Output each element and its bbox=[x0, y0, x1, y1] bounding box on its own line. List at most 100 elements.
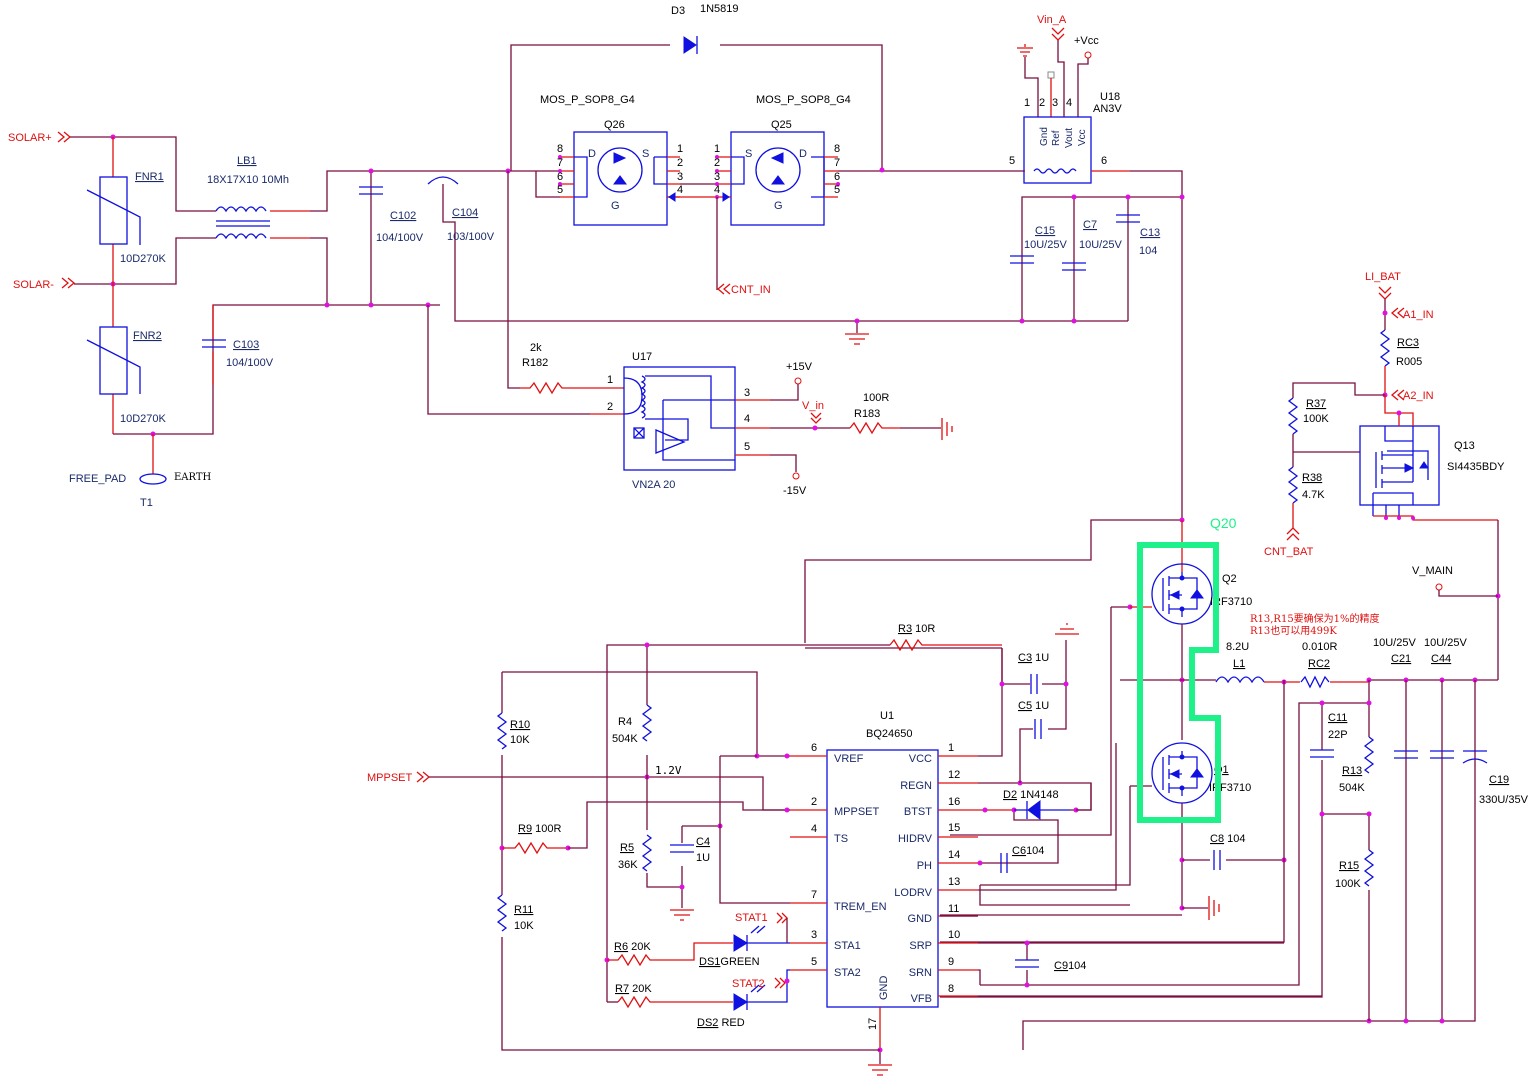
svg-text:C3 1U: C3 1U bbox=[1018, 652, 1049, 664]
c5-value: 1U bbox=[1035, 700, 1049, 712]
r37-value: 100K bbox=[1303, 413, 1329, 425]
capacitor-c11-icon bbox=[1310, 749, 1334, 758]
mosfet-q26-icon bbox=[573, 131, 668, 226]
diode-d2-icon bbox=[1027, 800, 1041, 820]
u1-pin-gnd: GND bbox=[908, 913, 933, 925]
lb1-ref: LB1 bbox=[237, 155, 257, 167]
c6-ref: C6 bbox=[1012, 845, 1026, 857]
net-v-in-label: V_in bbox=[802, 400, 824, 412]
svg-text:4: 4 bbox=[677, 184, 683, 196]
svg-text:2: 2 bbox=[677, 157, 683, 169]
earth-label: EARTH bbox=[174, 472, 212, 483]
r6-ref: R6 bbox=[614, 941, 628, 953]
r5-value: 36K bbox=[618, 859, 638, 871]
resistor-r5-icon bbox=[641, 834, 653, 872]
r183-ref: R183 bbox=[854, 408, 880, 420]
c13-value: 104 bbox=[1139, 245, 1157, 257]
u1-pin-num: 16 bbox=[948, 796, 960, 808]
earth-pad-t1-icon bbox=[139, 473, 167, 485]
u1-pin-num: 14 bbox=[948, 849, 960, 861]
voltage-1v2-label: 1.2V bbox=[655, 764, 682, 777]
u17-pin-2: 2 bbox=[607, 401, 613, 413]
mosfet-switch-section: D3 1N5819 MOS_P_SOP8_G4 Q26 D S G MOS_P_… bbox=[510, 3, 1025, 296]
svg-text:C9104: C9104 bbox=[1054, 960, 1086, 972]
resistor-rc3-icon bbox=[1379, 329, 1391, 367]
net-cnt-in-label: CNT_IN bbox=[731, 284, 771, 296]
capacitor-c6-icon bbox=[1000, 853, 1008, 873]
svg-text:5: 5 bbox=[834, 184, 840, 196]
r11-value: 10K bbox=[514, 920, 534, 932]
d2-value: 1N4148 bbox=[1020, 789, 1059, 801]
net-solar-plus-label: SOLAR+ bbox=[8, 132, 52, 144]
c104-ref: C104 bbox=[452, 207, 478, 219]
capacitor-c8-icon bbox=[1213, 850, 1221, 870]
lb1-value: 18X17X10 10Mh bbox=[207, 174, 289, 186]
isolated-sensor-u17: 2k R182 1 2 U17 3 4 5 VN2A 20 +15V -15V … bbox=[427, 171, 953, 497]
net-v-main-label: V_MAIN bbox=[1412, 565, 1453, 577]
r182-ref: R182 bbox=[522, 357, 548, 369]
c21-ref: C21 bbox=[1391, 653, 1411, 665]
controller-u1: U1 BQ24650 6 2 4 7 3 5 VREF MPPSET TS TR… bbox=[790, 623, 1322, 1076]
capacitor-c3-icon bbox=[1030, 674, 1038, 694]
ground-icon bbox=[845, 333, 869, 345]
net-plus15-label: +15V bbox=[786, 361, 813, 373]
capacitor-c104-icon bbox=[427, 176, 459, 185]
svg-text:R6 20K: R6 20K bbox=[614, 941, 651, 953]
d3-value: 1N5819 bbox=[700, 3, 739, 15]
u1-pin-num: 15 bbox=[948, 822, 960, 834]
l1-ref: L1 bbox=[1233, 658, 1245, 670]
r182-value: 2k bbox=[530, 342, 542, 354]
ground-icon bbox=[1055, 623, 1079, 635]
r13-value: 504K bbox=[1339, 782, 1365, 794]
ds1-value: GREEN bbox=[720, 956, 759, 968]
u1-pin-num: 7 bbox=[811, 889, 817, 901]
input-filter-section: SOLAR+ SOLAR- FNR1 10D270K FNR2 10D270K … bbox=[8, 131, 1128, 509]
svg-text:5: 5 bbox=[1009, 155, 1015, 167]
c8-value: 104 bbox=[1227, 833, 1245, 845]
c8-ref: C8 bbox=[1210, 833, 1224, 845]
r10-ref: R10 bbox=[510, 719, 530, 731]
resistor-r15-icon bbox=[1363, 849, 1375, 887]
resistor-r7-icon bbox=[617, 995, 733, 1009]
ds2-value: RED bbox=[721, 1017, 744, 1029]
u1-pin-num: 12 bbox=[948, 769, 960, 781]
r11-ref: R11 bbox=[514, 904, 533, 916]
q25-source-label: S bbox=[745, 148, 752, 160]
u1-pin-num: 4 bbox=[811, 823, 817, 835]
net-solar-minus-label: SOLAR- bbox=[13, 279, 54, 291]
t1-ref: T1 bbox=[140, 497, 153, 509]
u18-pin-gnd: Gnd bbox=[1039, 127, 1050, 146]
u17-pin-3: 3 bbox=[744, 387, 750, 399]
u17-pin-5: 5 bbox=[744, 441, 750, 453]
resistor-r11-icon bbox=[496, 894, 508, 932]
u1-value: BQ24650 bbox=[866, 728, 912, 740]
c3-ref: C3 bbox=[1018, 652, 1032, 664]
capacitor-bank-icon bbox=[1394, 750, 1487, 759]
c7-ref: C7 bbox=[1083, 219, 1097, 231]
c9-value: 104 bbox=[1068, 960, 1086, 972]
ground-icon bbox=[670, 909, 694, 921]
ic-u1-icon bbox=[826, 749, 939, 1008]
u1-pin-gnd-bottom: GND bbox=[878, 976, 890, 1001]
l1-value: 8.2U bbox=[1226, 641, 1249, 653]
ic-u18-icon bbox=[1023, 116, 1092, 184]
c6-value: 104 bbox=[1026, 845, 1044, 857]
rc2-value: 0.010R bbox=[1302, 641, 1338, 653]
r6-value: 20K bbox=[631, 941, 651, 953]
svg-text:4: 4 bbox=[714, 184, 720, 196]
r15-ref: R15 bbox=[1339, 860, 1359, 872]
capacitor-c19-icon bbox=[1462, 758, 1488, 764]
c7-value: 10U/25V bbox=[1079, 239, 1122, 251]
design-note-line-2: R13也可以用499K bbox=[1250, 624, 1337, 637]
u1-pin-srn: SRN bbox=[909, 967, 932, 979]
c3-value: 1U bbox=[1035, 652, 1049, 664]
q26-ref: Q26 bbox=[604, 119, 625, 131]
c11-ref: C11 bbox=[1328, 712, 1347, 724]
net-stat1-label: STAT1 bbox=[735, 912, 768, 924]
svg-text:R9 100R: R9 100R bbox=[518, 823, 561, 835]
svg-text:7: 7 bbox=[557, 157, 563, 169]
svg-text:R7 20K: R7 20K bbox=[615, 983, 652, 995]
u18-value: AN3V bbox=[1093, 103, 1122, 115]
net-mppset-label: MPPSET bbox=[367, 772, 413, 784]
